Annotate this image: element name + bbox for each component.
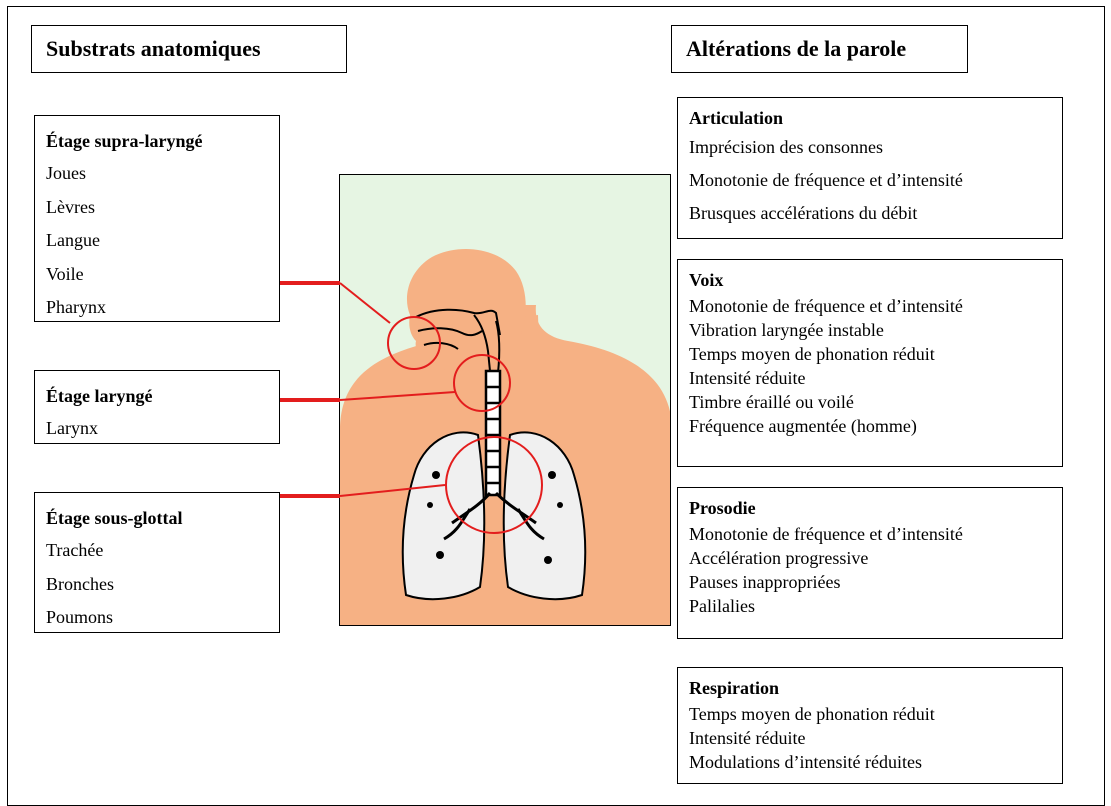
connector-lines	[0, 0, 1111, 798]
